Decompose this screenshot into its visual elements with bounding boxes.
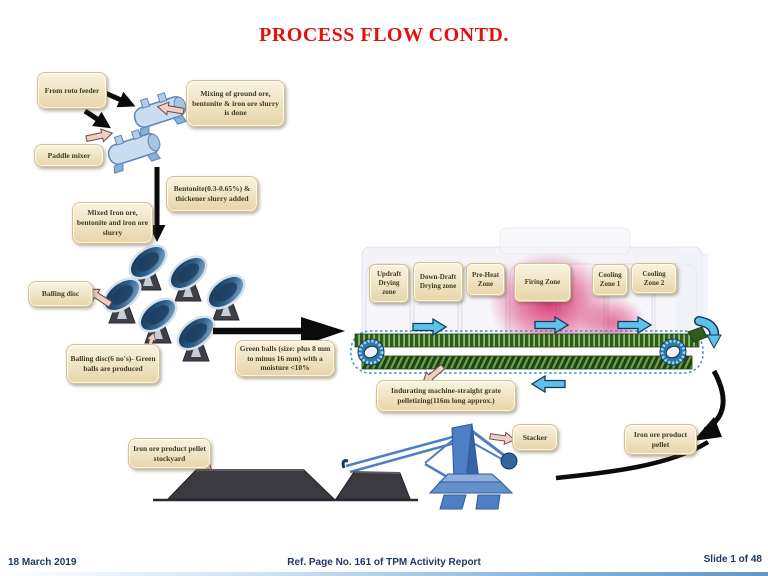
induration-conveyor [350, 326, 708, 374]
label-stacker: Stacker [512, 424, 558, 451]
label-balling-disc-six: Balling disc(6 no's)- Green balls are pr… [66, 344, 160, 384]
footer-slide-number: Slide 1 of 48 [703, 554, 762, 565]
balling-disc-machines [96, 237, 252, 363]
paddle-mixer-machine-2 [107, 129, 161, 174]
label-iron-ore-product-pellet: Iron ore product pellet [624, 424, 697, 455]
stacker-machine [341, 423, 518, 510]
label-mixing: Mixing of ground ore, bentonite & iron o… [186, 80, 285, 127]
label-green-balls: Green balls (size: plus 8 mm to minus 16… [235, 340, 335, 377]
conveyor-turn-arrow [694, 316, 722, 350]
label-from-roto-feeder: From roto feeder [37, 72, 107, 109]
label-indurating-machine: Indurating machine-straight grate pellet… [376, 380, 516, 412]
zone-cooling-2: Cooling Zone 2 [631, 263, 677, 294]
zone-cooling-1: Cooling Zone 1 [592, 264, 628, 296]
footer-reference: Ref. Page No. 161 of TPM Activity Report [287, 557, 481, 568]
label-pellet-stockyard: Iron ore product pellet stockyard [128, 438, 211, 469]
zone-pre-heat: Pre-Heat Zone [466, 263, 505, 296]
pellet-stockpile [153, 469, 418, 502]
footer-date: 18 March 2019 [8, 557, 77, 568]
label-mixed-ore: Mixed Iron ore, bentonite and iron ore s… [72, 202, 153, 244]
zone-firing: Firing Zone [514, 263, 571, 302]
label-balling-disc: Balling disc [28, 281, 93, 307]
zone-updraft-drying: Updraft Drying zone [369, 264, 409, 303]
slide-title: PROCESS FLOW CONTD. [259, 24, 509, 46]
label-paddle-mixer: Paddle mixer [34, 144, 104, 167]
bottom-accent-bar [0, 572, 768, 576]
zone-down-draft-drying: Down-Draft Drying zone [413, 262, 463, 302]
label-bentonite: Bentonite(0.3-0.65%) & thickener slurry … [166, 176, 258, 212]
